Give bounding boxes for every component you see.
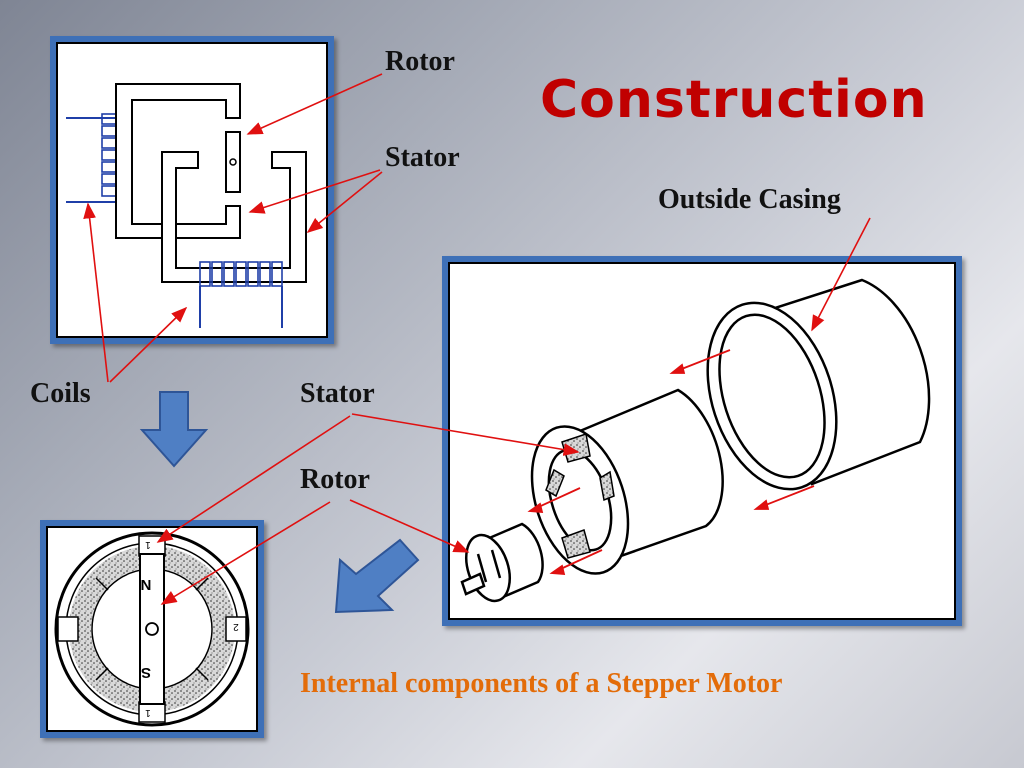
left-stator-core xyxy=(115,83,241,239)
cross-section-panel: N S 1 2 1 xyxy=(40,520,264,738)
outside-casing xyxy=(706,278,931,491)
rotor-pivot-icon xyxy=(229,158,237,166)
label-rotor-mid: Rotor xyxy=(300,464,370,495)
leader-coils-b xyxy=(109,306,188,383)
label-outside-casing: Outside Casing xyxy=(658,184,841,215)
pole-number-right: 2 xyxy=(233,621,239,632)
down-arrow-icon xyxy=(139,391,209,468)
bottom-coil-icon xyxy=(199,261,283,287)
right-stator-core xyxy=(161,151,307,283)
pole-right xyxy=(225,616,247,642)
simple-stepper-panel xyxy=(50,36,334,344)
pole-left xyxy=(57,616,79,642)
leader-outside-casing xyxy=(811,217,871,332)
rotor-south-pole: S xyxy=(141,664,151,681)
rotor-cylinder xyxy=(460,522,544,603)
leader-stator-top-b xyxy=(306,171,383,234)
label-stator-mid: Stator xyxy=(300,378,375,409)
rotor-north-pole: N xyxy=(141,576,152,593)
slide-title: Construction xyxy=(540,70,928,130)
leader-rotor-mid-b xyxy=(349,499,470,553)
cross-section-diagram: N S 1 2 1 xyxy=(54,531,250,727)
stator-cylinder xyxy=(530,388,724,575)
pole-number-top: 1 xyxy=(145,539,151,550)
rotor-piece xyxy=(225,131,241,193)
leader-stator-mid-a xyxy=(156,415,351,543)
leader-stator-mid-b xyxy=(351,413,580,456)
label-stator-top: Stator xyxy=(385,142,460,173)
exploded-view-panel xyxy=(442,256,962,626)
simple-stepper-frame xyxy=(56,42,328,338)
leader-rotor-top xyxy=(246,73,383,135)
pole-number-bottom: 1 xyxy=(145,707,151,718)
leader-rotor-mid-a xyxy=(160,501,331,605)
diagonal-arrow-icon xyxy=(334,538,420,614)
cross-section-frame: N S 1 2 1 xyxy=(46,526,258,732)
leader-coils-a xyxy=(83,202,109,383)
rotor-center-icon xyxy=(145,622,159,636)
label-coils: Coils xyxy=(30,378,91,409)
leader-stator-top-a xyxy=(248,169,381,214)
label-rotor-top: Rotor xyxy=(385,46,455,77)
exploded-motor-diagram xyxy=(460,278,931,603)
simple-stepper-diagram xyxy=(66,83,307,328)
exploded-view-frame xyxy=(448,262,956,620)
diagram-caption: Internal components of a Stepper Motor xyxy=(300,668,783,699)
